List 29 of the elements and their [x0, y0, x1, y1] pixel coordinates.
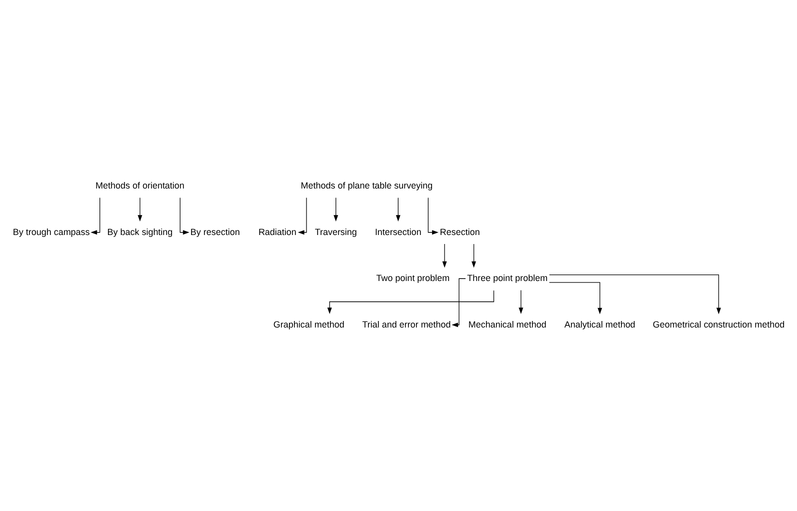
node-text: Mechanical method: [468, 319, 546, 330]
node-text: Three point problem: [467, 273, 548, 283]
node-text: Trial and error method: [362, 319, 451, 330]
node-text: By resection: [190, 226, 240, 237]
arrow: [138, 197, 142, 222]
arrow: [548, 282, 602, 314]
node-text: Geometrical construction method: [652, 319, 785, 330]
node-text: By trough campass: [12, 226, 90, 237]
arrow: [518, 290, 524, 314]
node-text: Analytical method: [564, 319, 636, 330]
arrow: [452, 278, 466, 328]
node-text: By back sighting: [107, 226, 173, 237]
node-text: Methods of plane table surveying: [300, 180, 433, 191]
arrow: [428, 197, 438, 235]
arrow: [549, 274, 721, 314]
arrow: [334, 197, 338, 222]
arrow: [396, 197, 400, 222]
arrow: [442, 244, 447, 268]
node-text: Radiation: [258, 226, 296, 237]
node-text: Two point problem: [376, 273, 450, 283]
arrow: [90, 197, 100, 235]
arrow: [472, 244, 476, 268]
node-text: Methods of orientation: [96, 180, 184, 191]
node-text: Graphical method: [273, 319, 344, 330]
arrow: [180, 197, 190, 235]
node-text: Resection: [440, 226, 480, 237]
node-text: Intersection: [374, 226, 422, 237]
arrow: [298, 197, 307, 235]
node-text: Traversing: [314, 226, 357, 237]
